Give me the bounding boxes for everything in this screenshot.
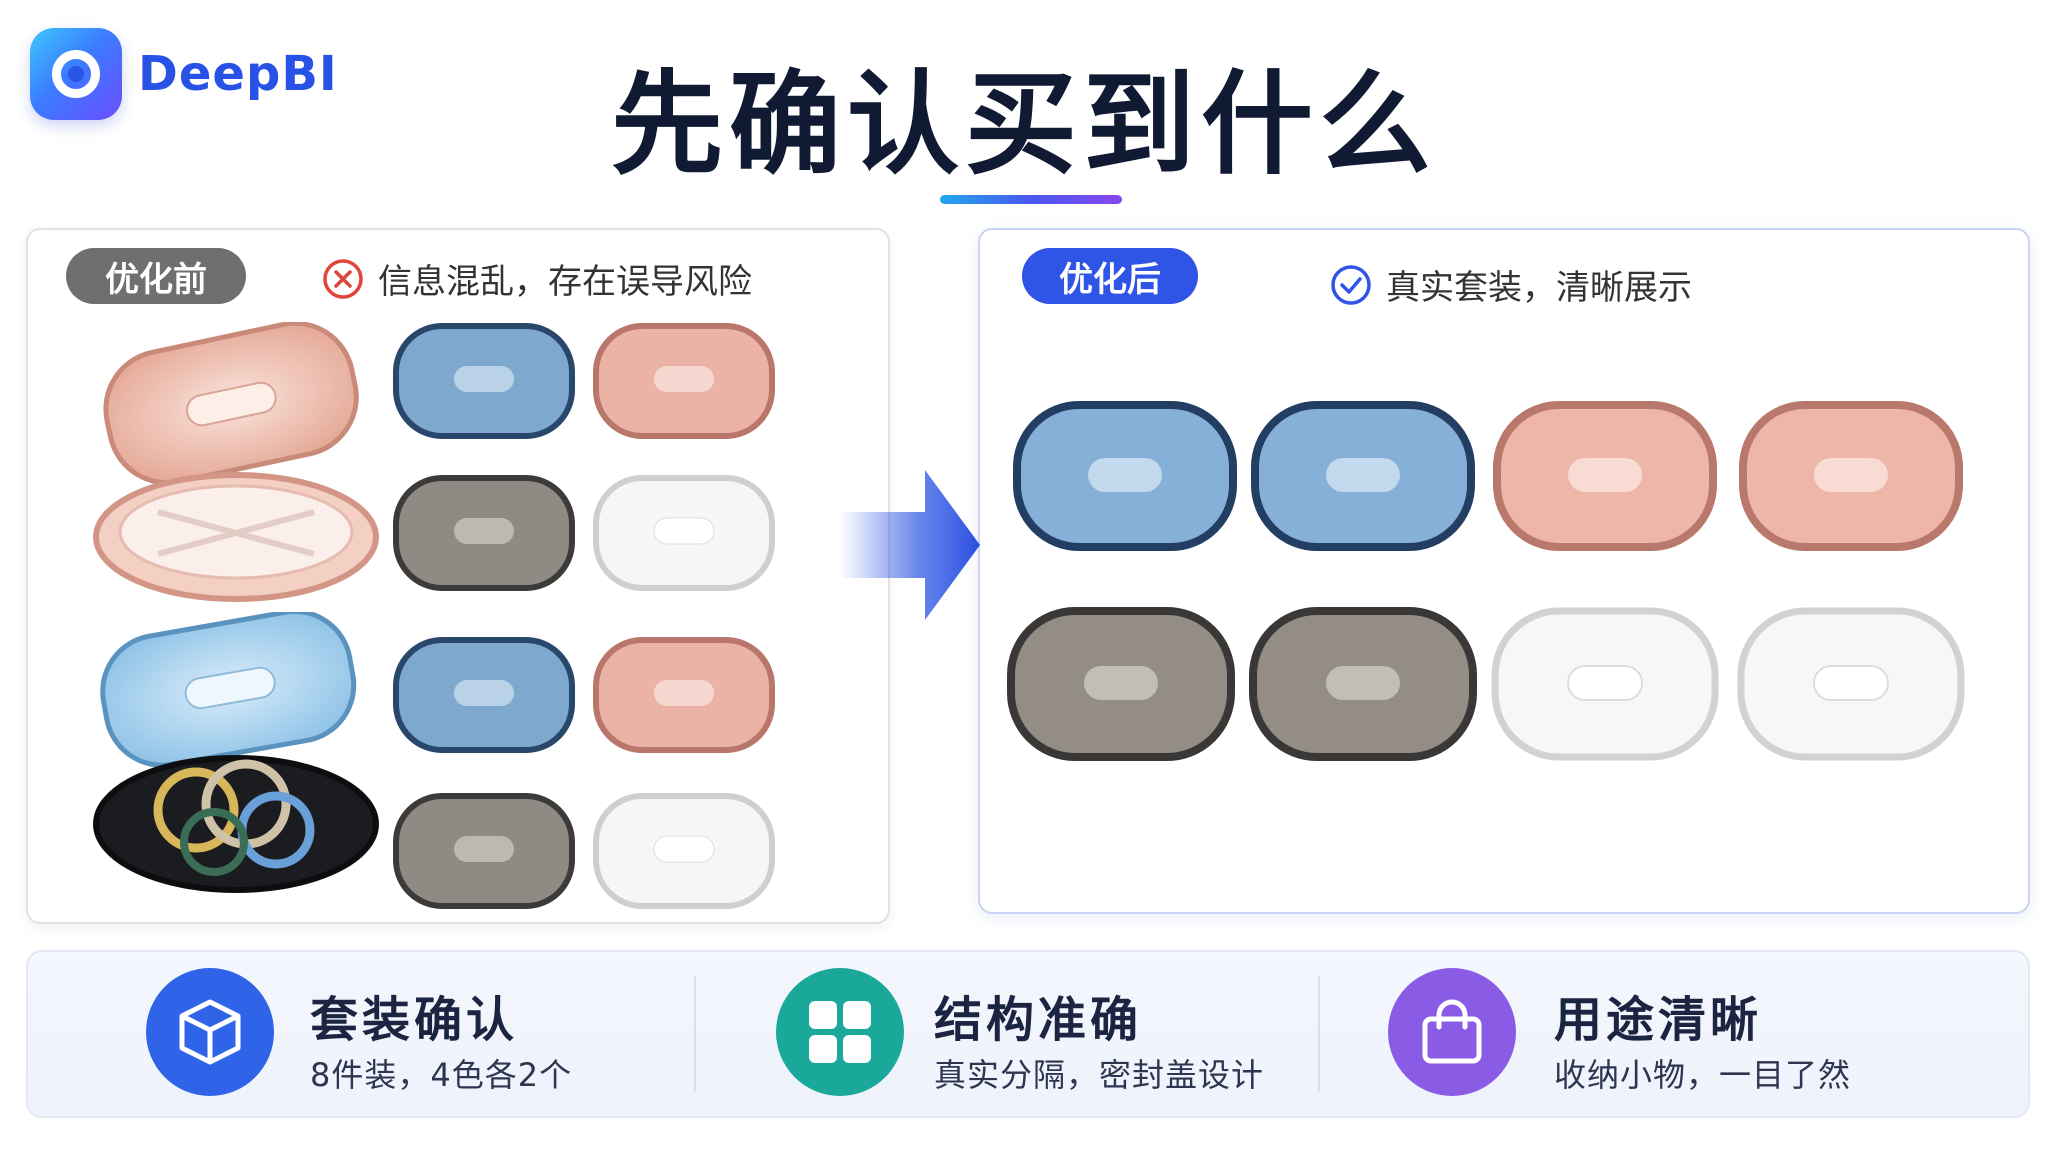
error-x-icon	[323, 258, 363, 299]
grid-icon	[809, 1001, 871, 1063]
open-pink-case-image	[93, 322, 379, 602]
feature-subtitle: 8件装，4色各2个	[310, 1056, 573, 1094]
blue-lid-image	[1251, 401, 1475, 551]
pink-lid-image	[593, 637, 775, 753]
open-black-case-image	[93, 612, 379, 893]
feature-icon-circle	[776, 968, 904, 1096]
feature-icon-circle	[146, 968, 274, 1096]
after-status: 真实套装，清晰展示	[1330, 260, 1692, 309]
feature-subtitle: 收纳小物，一目了然	[1554, 1056, 1852, 1094]
cube-icon	[179, 999, 241, 1065]
feature-bar	[26, 950, 2030, 1118]
brand-name: DeepBI	[138, 46, 338, 102]
page-title: 先确认买到什么	[611, 60, 1437, 190]
clear-lid-image	[1737, 607, 1965, 761]
feature-subtitle: 真实分隔，密封盖设计	[934, 1056, 1265, 1094]
blue-lid-image	[393, 323, 575, 439]
gray-lid-image	[393, 475, 575, 591]
before-badge: 优化前	[66, 248, 246, 304]
gray-lid-image	[1007, 607, 1235, 761]
brand-logo: DeepBI	[30, 28, 338, 120]
deepbi-logo-icon	[30, 28, 122, 120]
clear-lid-image	[1491, 607, 1719, 761]
blue-lid-image	[1013, 401, 1237, 551]
pink-lid-image	[593, 323, 775, 439]
bag-icon	[1422, 999, 1482, 1064]
feature-icon-circle	[1388, 968, 1516, 1096]
gray-lid-image	[393, 793, 575, 909]
clear-lid-image	[593, 793, 775, 909]
before-status-text: 信息混乱，存在误导风险	[378, 262, 752, 302]
feature-title: 套装确认	[310, 992, 519, 1048]
arrow-right-icon	[840, 470, 980, 620]
pink-lid-image	[1493, 401, 1717, 551]
title-underline	[940, 195, 1122, 204]
feature-divider	[1318, 976, 1320, 1092]
feature-title: 结构准确	[934, 992, 1143, 1048]
clear-lid-image	[593, 475, 775, 591]
feature-title: 用途清晰	[1554, 992, 1763, 1048]
after-panel	[978, 228, 2030, 914]
check-circle-icon	[1331, 264, 1371, 305]
after-status-text: 真实套装，清晰展示	[1386, 268, 1692, 308]
after-badge: 优化后	[1022, 248, 1198, 304]
pink-lid-image	[1739, 401, 1963, 551]
blue-lid-image	[393, 637, 575, 753]
before-status: 信息混乱，存在误导风险	[322, 254, 752, 303]
feature-divider	[694, 976, 696, 1092]
gray-lid-image	[1249, 607, 1477, 761]
